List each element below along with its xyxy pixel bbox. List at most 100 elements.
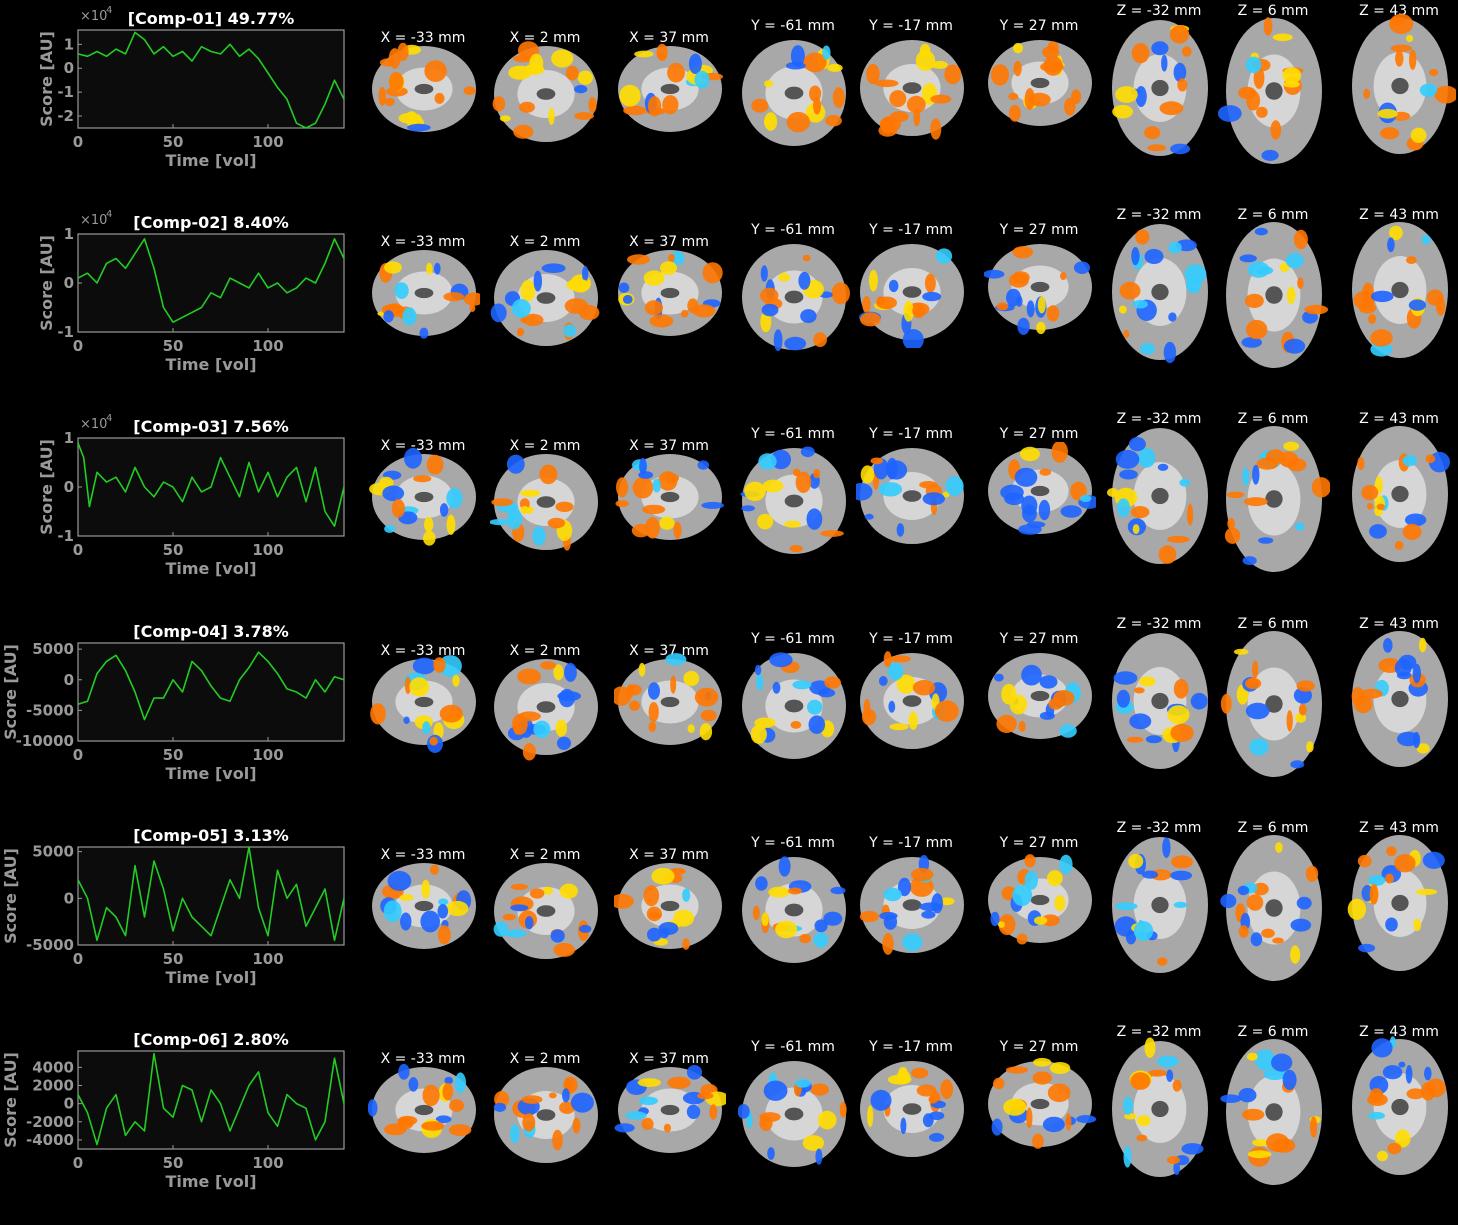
negative-activation-blob — [493, 921, 508, 937]
positive-activation-blob — [942, 491, 950, 498]
positive-activation-blob — [399, 894, 414, 901]
negative-activation-blob — [1129, 713, 1152, 730]
positive-activation-blob — [614, 893, 634, 909]
negative-activation-blob — [769, 652, 793, 668]
positive-activation-blob — [1246, 1052, 1258, 1061]
slice-panel: Y = 27 mm — [984, 204, 1096, 404]
x-axis-label: Time [vol] — [165, 1172, 256, 1191]
positive-activation-blob — [574, 112, 594, 120]
x-tick-label: 50 — [163, 133, 184, 151]
slice-label: X = 2 mm — [509, 234, 581, 250]
x-tick-label: 0 — [73, 133, 83, 151]
negative-activation-blob — [1113, 671, 1138, 685]
x-tick-label: 50 — [163, 337, 184, 355]
negative-activation-blob — [1238, 1088, 1257, 1103]
negative-activation-blob — [813, 932, 829, 948]
positive-activation-blob — [510, 883, 528, 891]
negative-activation-blob — [870, 1089, 892, 1111]
negative-activation-blob — [1290, 918, 1312, 932]
negative-activation-blob — [1073, 261, 1091, 274]
negative-activation-blob — [935, 248, 953, 264]
positive-activation-blob — [391, 499, 405, 518]
negative-activation-blob — [878, 482, 903, 497]
positive-activation-blob — [572, 1117, 581, 1134]
slice-panel: Z = 6 mm — [1218, 1021, 1330, 1221]
slice-label: Y = -61 mm — [751, 18, 835, 34]
x-tick-label: 100 — [252, 1154, 283, 1172]
negative-activation-blob — [686, 1065, 703, 1080]
positive-activation-blob — [906, 95, 926, 114]
y-tick-label: 4000 — [32, 1058, 74, 1076]
positive-activation-blob — [1018, 720, 1026, 732]
x-tick-label: 100 — [252, 950, 283, 968]
positive-activation-blob — [649, 314, 674, 328]
negative-activation-blob — [557, 736, 571, 750]
negative-activation-blob — [1424, 1066, 1432, 1081]
positive-activation-blob — [889, 655, 911, 663]
y-axis-label: Score [AU] — [37, 235, 56, 331]
positive-activation-blob — [421, 879, 431, 899]
positive-activation-blob — [645, 517, 660, 539]
brain-slice-image — [372, 863, 476, 949]
y-tick-label: -2000 — [26, 1113, 74, 1131]
brain-slice-image — [860, 651, 964, 749]
positive-activation-blob — [993, 1077, 1005, 1090]
ventricle — [902, 1103, 922, 1115]
slice-label: Z = 43 mm — [1359, 207, 1439, 223]
y-tick-label: 0 — [64, 59, 74, 77]
positive-activation-blob — [559, 883, 578, 899]
positive-activation-blob — [388, 72, 404, 92]
negative-activation-blob — [1296, 896, 1312, 910]
negative-activation-blob — [434, 262, 441, 275]
positive-activation-blob — [827, 63, 843, 72]
positive-activation-blob — [1272, 937, 1284, 944]
negative-activation-blob — [506, 454, 525, 474]
negative-activation-blob — [856, 483, 873, 501]
positive-activation-blob — [1256, 457, 1279, 470]
positive-activation-blob — [642, 504, 666, 515]
positive-activation-blob — [1279, 262, 1290, 272]
positive-activation-blob — [627, 254, 650, 265]
positive-activation-blob — [1247, 1150, 1272, 1159]
negative-activation-blob — [582, 265, 589, 282]
slice-panel: Z = 6 mm — [1218, 0, 1330, 200]
positive-activation-blob — [1377, 108, 1398, 119]
positive-activation-blob — [1126, 736, 1144, 743]
negative-activation-blob — [887, 662, 904, 681]
positive-activation-blob — [397, 1115, 418, 1126]
slice-panel: Y = -61 mm — [738, 408, 850, 608]
ventricle — [660, 900, 680, 912]
positive-activation-blob — [1304, 304, 1329, 315]
positive-activation-blob — [619, 84, 641, 107]
positive-activation-blob — [1024, 88, 1035, 110]
positive-activation-blob — [692, 304, 716, 318]
ventricle — [414, 491, 434, 503]
negative-activation-blob — [814, 919, 828, 933]
positive-activation-blob — [1252, 660, 1259, 679]
negative-activation-blob — [784, 336, 807, 351]
positive-activation-blob — [939, 897, 955, 906]
positive-activation-blob — [1036, 321, 1046, 335]
positive-activation-blob — [817, 1110, 837, 1130]
slice-label: X = 37 mm — [629, 643, 709, 659]
positive-activation-blob — [919, 481, 938, 489]
positive-activation-blob — [1060, 272, 1067, 281]
negative-activation-blob — [1186, 276, 1202, 294]
negative-activation-blob — [648, 682, 660, 700]
positive-activation-blob — [522, 313, 544, 326]
ventricle — [902, 899, 922, 911]
negative-activation-blob — [1412, 663, 1421, 684]
negative-activation-blob — [647, 927, 662, 942]
positive-activation-blob — [882, 933, 894, 955]
positive-activation-blob — [1043, 55, 1063, 76]
positive-activation-blob — [1008, 92, 1019, 101]
negative-activation-blob — [701, 501, 724, 509]
slice-panel: Z = -32 mm — [1104, 408, 1216, 608]
positive-activation-blob — [634, 50, 654, 58]
y-tick-label: 5000 — [32, 843, 74, 861]
ventricle — [1151, 692, 1169, 710]
positive-activation-blob — [860, 465, 875, 484]
positive-activation-blob — [566, 278, 591, 292]
positive-activation-blob — [1354, 695, 1373, 714]
positive-activation-blob — [1286, 286, 1296, 304]
